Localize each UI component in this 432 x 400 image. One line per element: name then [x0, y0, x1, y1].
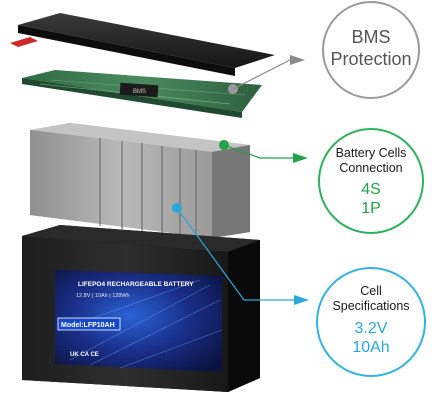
cells-callout-ring [318, 128, 424, 234]
spec-voltage-value: 3.2V [354, 320, 388, 337]
spec-capacity-value: 10Ah [352, 339, 390, 356]
bms-line1: BMS [351, 27, 391, 47]
label-spec: 12.8V | 10Ah | 128Wh [76, 293, 130, 299]
spec-callout: Cell Specifications 3.2V 10Ah [317, 284, 425, 357]
connector-spec [172, 203, 309, 305]
battery-cells-block [30, 123, 250, 238]
spec-line2: Specifications [332, 299, 410, 313]
label-title: LIFEPO4 RECHARGEABLE BATTERY [78, 281, 194, 288]
bms-chip [119, 82, 159, 98]
model-badge [57, 317, 121, 331]
spec-line1: Cell [360, 284, 382, 298]
connector-cells [219, 140, 308, 163]
battery-label [55, 270, 222, 372]
bms-callout: BMS Protection [323, 26, 419, 70]
certification-marks: UK CA CE [70, 352, 99, 358]
cells-series-value: 4S [361, 181, 381, 198]
battery-lid [10, 13, 275, 76]
model-text: Model:LFP10AH [61, 322, 115, 329]
connector-bms [228, 55, 305, 94]
cells-line2: Connection [339, 161, 403, 175]
bms-board: BMS [22, 70, 262, 118]
cells-line1: Battery Cells [335, 146, 407, 160]
spec-callout-ring [316, 267, 426, 377]
cells-parallel-value: 1P [361, 200, 381, 217]
bms-callout-ring [322, 1, 420, 99]
battery-case: LIFEPO4 RECHARGEABLE BATTERY 12.8V | 10A… [22, 225, 260, 392]
bms-line2: Protection [330, 49, 412, 69]
cells-callout: Battery Cells Connection 4S 1P [319, 146, 423, 218]
bms-chip-label: BMS [133, 89, 146, 95]
